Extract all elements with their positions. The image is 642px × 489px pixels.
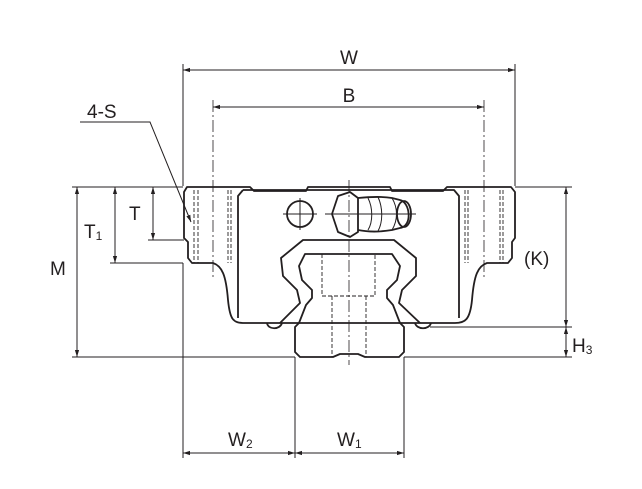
dimension-lines	[74, 67, 569, 456]
grease-nipple	[325, 191, 416, 238]
dim-label-B: B	[343, 86, 356, 107]
carriage-block	[183, 186, 516, 358]
dim-label-4-S: 4-S	[87, 102, 117, 123]
dim-label-H3: H3	[572, 336, 593, 357]
dim-label-T1: T1	[84, 222, 103, 243]
dim-label-K: (K)	[524, 249, 549, 270]
extension-lines	[72, 64, 572, 458]
dim-label-W2: W2	[228, 430, 253, 451]
dim-label-M: M	[50, 259, 66, 280]
dim-label-W1: W1	[337, 430, 362, 451]
dim-label-W: W	[340, 48, 358, 69]
dim-label-T: T	[129, 204, 141, 225]
